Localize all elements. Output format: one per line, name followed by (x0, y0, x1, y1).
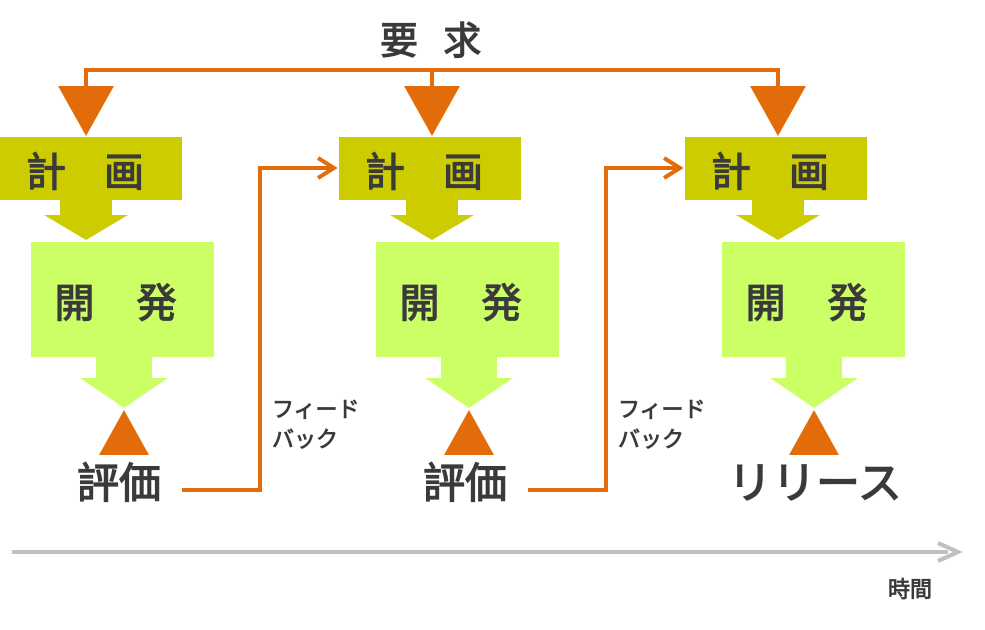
plan-box-3: 計 画 (685, 137, 867, 200)
requirement-arrow-2 (404, 86, 460, 136)
requirements-title: 要 求 (380, 19, 488, 63)
feedback-label-1: フィード バック (272, 398, 360, 453)
dev-label: 開 発 (54, 280, 191, 327)
plan-to-dev-arrow-3 (736, 200, 820, 240)
evaluation-label-1: 評価 (77, 459, 162, 508)
feedback-arrowhead-1 (316, 156, 338, 180)
evaluation-label-2: 評価 (423, 459, 508, 508)
dev-box-2: 開 発 (376, 242, 559, 357)
dev-box-1: 開 発 (31, 242, 214, 357)
dev-down-arrow-2 (425, 357, 513, 408)
time-axis-label: 時間 (888, 578, 933, 603)
evaluation-triangle-2 (444, 410, 494, 455)
dev-label: 開 発 (745, 280, 882, 327)
timeline-arrowhead (937, 541, 963, 563)
release-triangle (789, 410, 839, 455)
release-label: リリース (728, 458, 902, 509)
plan-label: 計 画 (26, 149, 156, 196)
feedback-line-1 (182, 166, 330, 492)
dev-label: 開 発 (399, 280, 536, 327)
dev-down-arrow-1 (80, 357, 168, 408)
dev-box-3: 開 発 (722, 242, 905, 357)
requirement-arrow-3 (750, 86, 806, 136)
plan-label: 計 画 (711, 149, 841, 196)
feedback-label-2: フィード バック (618, 398, 706, 453)
plan-to-dev-arrow-1 (44, 200, 128, 240)
plan-box-1: 計 画 (0, 137, 182, 200)
plan-label: 計 画 (365, 149, 495, 196)
requirement-arrow-1 (58, 86, 114, 136)
dev-down-arrow-3 (770, 357, 858, 408)
plan-box-2: 計 画 (339, 137, 521, 200)
plan-to-dev-arrow-2 (390, 200, 474, 240)
evaluation-triangle-1 (99, 410, 149, 455)
feedback-line-2 (528, 166, 676, 492)
feedback-arrowhead-2 (662, 156, 684, 180)
